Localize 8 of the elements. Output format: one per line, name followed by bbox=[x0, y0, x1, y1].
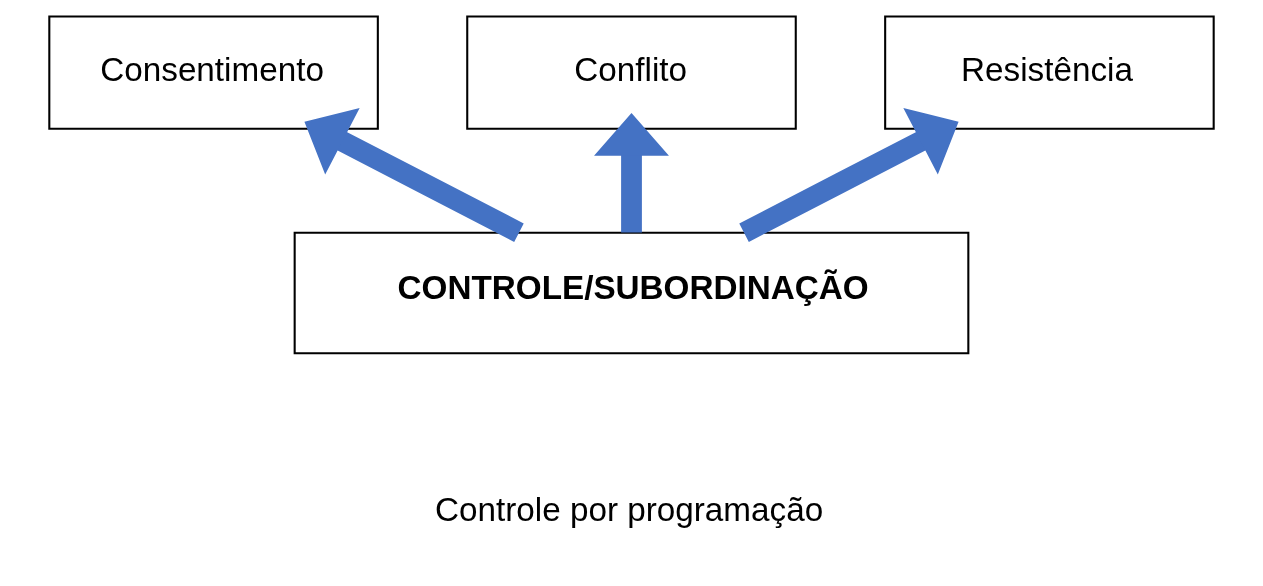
node-box: Conflito bbox=[466, 15, 797, 130]
arrow bbox=[304, 108, 524, 242]
node-box: CONTROLE/SUBORDINAÇÃO bbox=[293, 231, 970, 355]
node-box: Resistência bbox=[884, 15, 1215, 130]
label: Controle por programação bbox=[435, 491, 824, 529]
arrow bbox=[594, 113, 669, 233]
arrow bbox=[739, 108, 959, 242]
node-box: Consentimento bbox=[48, 15, 379, 130]
